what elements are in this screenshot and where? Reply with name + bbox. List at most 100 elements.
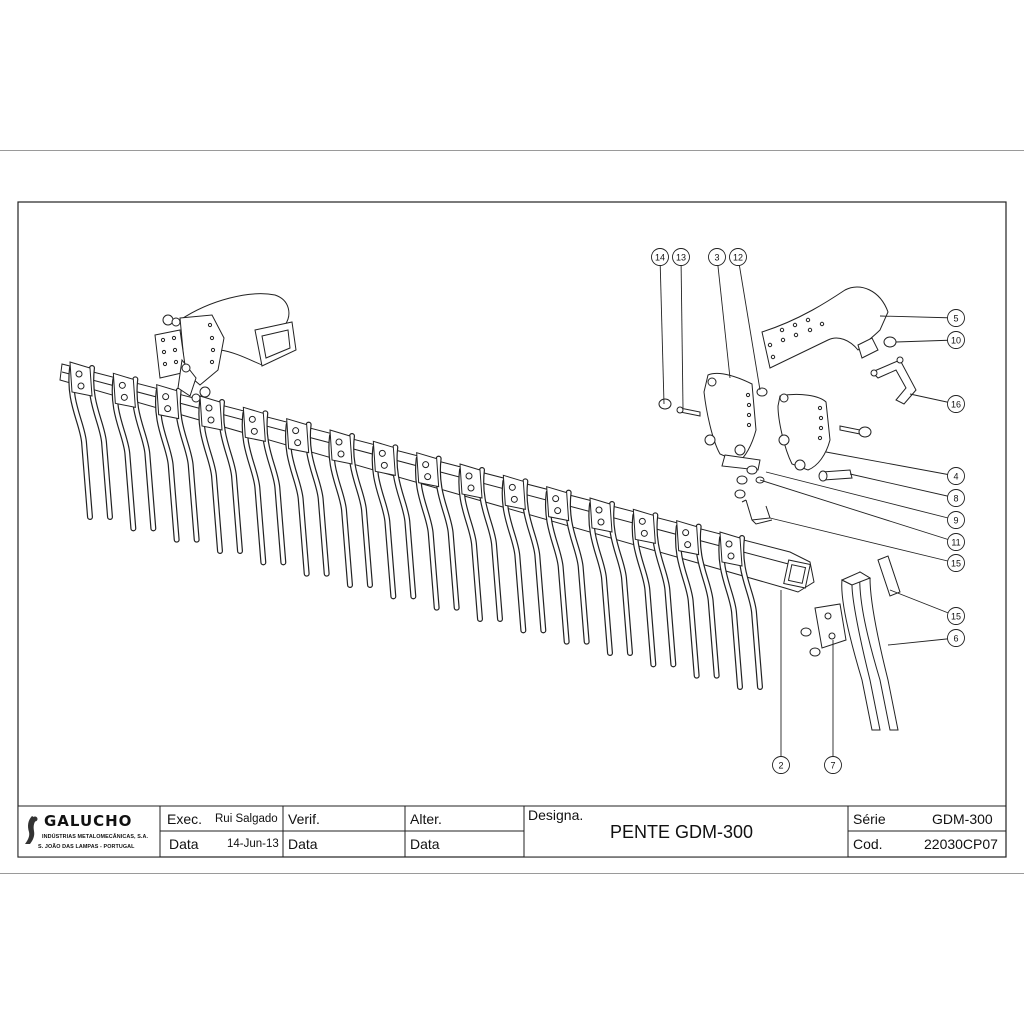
callout-bubble <box>947 554 965 572</box>
callout-label: 5 <box>953 313 958 323</box>
callout-label: 15 <box>951 558 961 568</box>
clamp-nut <box>467 484 475 492</box>
callout-label: 12 <box>733 252 743 262</box>
callout-leader <box>765 471 957 521</box>
clamp-nut <box>77 382 85 390</box>
callout-label: 9 <box>953 515 958 525</box>
callout-bubble <box>651 248 669 266</box>
tine-fill <box>696 524 719 678</box>
clamp-nut <box>162 393 170 401</box>
alter-label: Alter. <box>410 811 442 827</box>
callout-label: 2 <box>778 760 783 770</box>
callout-leader <box>737 256 761 391</box>
tine-clamp <box>112 372 136 408</box>
tine-clamp <box>242 406 266 442</box>
tine-fill <box>652 513 676 667</box>
tine-fill <box>89 366 112 519</box>
callout-leader <box>825 451 957 477</box>
clamp-nut <box>250 427 258 435</box>
tine-clamp <box>372 440 396 476</box>
callout-leader <box>716 256 731 379</box>
company-line1: INDÚSTRIAS METALOMECÂNICAS, S.A. <box>42 834 149 840</box>
company-line2: S. JOÃO DAS LAMPAS - PORTUGAL <box>38 844 135 850</box>
tine-fill <box>566 490 589 644</box>
title-block <box>17 805 1007 858</box>
serie-value: GDM-300 <box>932 811 993 827</box>
clamp-nut <box>508 483 516 491</box>
tine-clamp <box>502 474 526 510</box>
clamp-nut <box>337 450 345 458</box>
cod-value: 22030CP07 <box>924 836 998 852</box>
tine-clamp <box>199 395 223 431</box>
data-value: 14-Jun-13 <box>227 838 279 850</box>
clamp-nut <box>248 415 256 423</box>
callout-label: 16 <box>951 399 961 409</box>
callout-label: 15 <box>951 611 961 621</box>
callout-bubble <box>708 248 726 266</box>
tine-clamp <box>632 508 656 544</box>
callout-leader <box>659 256 665 405</box>
clamp-nut <box>207 416 215 424</box>
callout-bubble <box>729 248 747 266</box>
tine-clamp <box>329 429 353 465</box>
tine-fill <box>609 502 632 655</box>
tine-clamp <box>286 417 310 454</box>
clamp-nut <box>684 541 692 549</box>
tine-clamps <box>69 361 743 567</box>
clamp-nut <box>120 393 128 401</box>
clamp-nut <box>294 439 302 447</box>
clamp-nut <box>422 461 430 469</box>
tine-clamp <box>156 383 180 420</box>
tine-clamp <box>416 451 440 488</box>
verif-label: Verif. <box>288 811 320 827</box>
tine-clamp <box>459 463 483 499</box>
clamp-nut <box>378 449 386 457</box>
designa-label: Designa. <box>528 807 584 823</box>
callout-leader <box>887 637 957 646</box>
clamp-nut <box>465 472 473 480</box>
clamp-nut <box>510 495 518 503</box>
tine-fill <box>349 434 372 587</box>
clamp-nut <box>164 405 172 413</box>
tine-fill <box>132 377 156 531</box>
tine-fill <box>262 411 286 565</box>
callout-label: 13 <box>676 252 686 262</box>
alter-data-label: Data <box>410 836 440 852</box>
callout-leader <box>879 315 957 319</box>
callout-label: 7 <box>830 760 835 770</box>
tine-clamp <box>546 485 570 522</box>
tine-fill <box>306 422 329 576</box>
clamp-nut <box>424 473 432 481</box>
clamp-nut <box>638 517 646 525</box>
logo-mark-icon <box>25 816 38 844</box>
hitch-bracket <box>154 293 297 403</box>
data-label: Data <box>169 836 199 852</box>
callout-bubble <box>947 607 965 625</box>
callout-leader <box>769 517 957 564</box>
callout-bubble <box>672 248 690 266</box>
callout-leader <box>759 479 957 543</box>
clamp-nut <box>75 370 83 378</box>
callout-label: 10 <box>951 335 961 345</box>
callout-bubble <box>947 395 965 413</box>
clamp-nut <box>554 507 562 515</box>
clamp-nut <box>335 438 343 446</box>
callout-leader <box>680 256 684 409</box>
callout-bubble <box>824 756 842 774</box>
callout-bubble <box>947 489 965 507</box>
tine-fill <box>739 536 762 689</box>
clamp-nut <box>380 461 388 469</box>
cod-label: Cod. <box>853 836 883 852</box>
callout-label: 14 <box>655 252 665 262</box>
clamp-nut <box>640 529 648 537</box>
callout-label: 3 <box>714 252 719 262</box>
callout-label: 11 <box>951 537 960 547</box>
clamp-nut <box>727 552 735 560</box>
tine-clamp <box>589 497 613 533</box>
callout-bubble <box>947 629 965 647</box>
tine-fill <box>479 468 502 621</box>
drawing-title: PENTE GDM-300 <box>610 822 754 842</box>
clamp-nut <box>595 506 603 514</box>
